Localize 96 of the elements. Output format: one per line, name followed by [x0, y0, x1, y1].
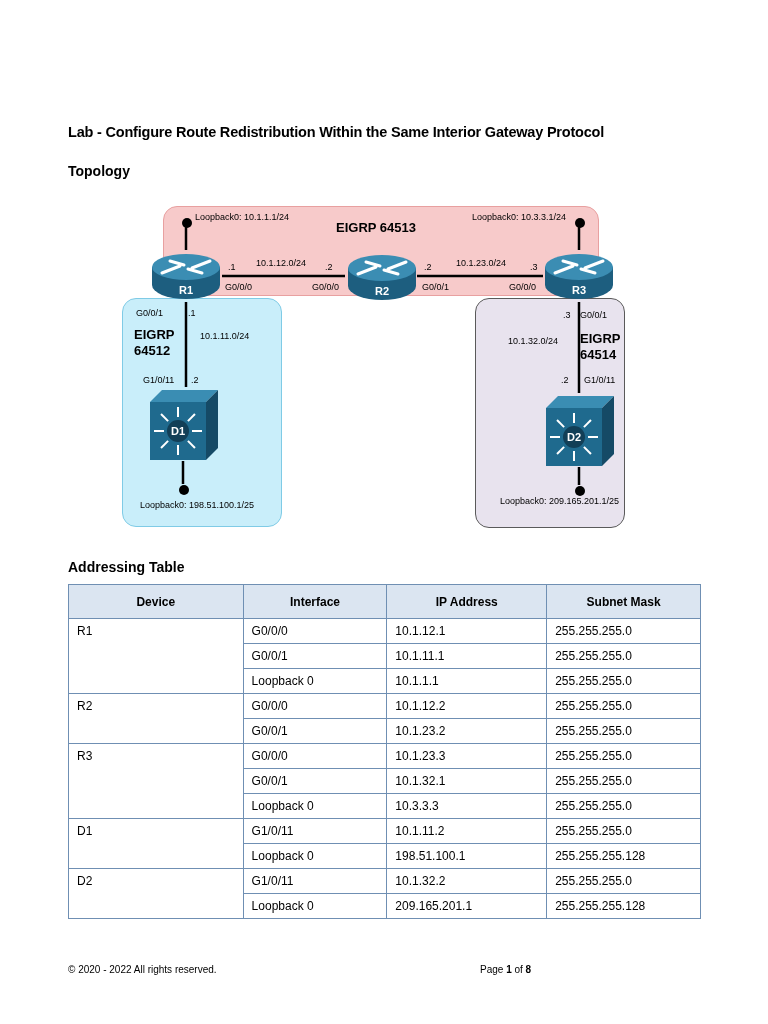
table-cell: 255.255.255.0: [546, 768, 701, 794]
subnet-label: 10.1.11.0/24: [200, 331, 250, 342]
table-cell: 255.255.255.0: [546, 668, 701, 694]
table-cell: 255.255.255.0: [546, 643, 701, 669]
interface-label: .2: [424, 262, 432, 273]
interface-label: G0/0/0: [225, 282, 253, 293]
header-cell: Subnet Mask: [546, 584, 701, 619]
interface-label: G0/0/0: [312, 282, 340, 293]
interface-label: .1: [188, 308, 196, 319]
area-label: EIGRP 64514: [580, 331, 622, 363]
loopback-label: Loopback0: 209.165.201.1/25: [500, 496, 620, 507]
table-cell: R1: [68, 618, 244, 694]
table-cell: 10.1.1.1: [386, 668, 547, 694]
table-cell: G0/0/0: [243, 743, 387, 769]
table-cell: G0/0/1: [243, 768, 387, 794]
table-cell: Loopback 0: [243, 843, 387, 869]
loopback-dot: [575, 486, 585, 496]
header-cell: Interface: [243, 584, 387, 619]
table-cell: R3: [68, 743, 244, 819]
interface-label: G0/0/1: [580, 310, 608, 321]
device-label: R1: [177, 284, 195, 296]
device-label: D2: [565, 431, 583, 443]
interface-label: .3: [563, 310, 571, 321]
section-heading: Topology: [68, 162, 130, 180]
table-cell: R2: [68, 693, 244, 744]
header-cell: Device: [68, 584, 244, 619]
area-label: EIGRP 64513: [336, 220, 417, 236]
loopback-dot: [575, 218, 585, 228]
table-cell: 10.1.32.2: [386, 868, 547, 894]
table-cell: 10.1.23.3: [386, 743, 547, 769]
interface-label: G1/0/11: [584, 375, 616, 386]
table-cell: 255.255.255.0: [546, 793, 701, 819]
table-cell: 10.1.23.2: [386, 718, 547, 744]
interface-label: .3: [530, 262, 538, 273]
table-cell: Loopback 0: [243, 893, 387, 919]
table-cell: Loopback 0: [243, 793, 387, 819]
table-cell: G0/0/0: [243, 618, 387, 644]
table-cell: G1/0/11: [243, 868, 387, 894]
table-cell: 10.1.12.2: [386, 693, 547, 719]
table-cell: 198.51.100.1: [386, 843, 547, 869]
interface-label: G0/0/1: [422, 282, 450, 293]
table-cell: 10.1.11.1: [386, 643, 547, 669]
table-cell: 10.3.3.3: [386, 793, 547, 819]
table-cell: 255.255.255.128: [546, 893, 701, 919]
network-link: [181, 461, 185, 484]
network-link: [184, 227, 188, 250]
network-link: [577, 302, 581, 393]
network-link: [577, 227, 581, 250]
interface-label: G0/0/1: [136, 308, 164, 319]
page-title: Lab - Configure Route Redistribution Within the Same Interior Gateway Protocol: [68, 123, 605, 142]
area-label: EIGRP 64512: [134, 327, 176, 359]
network-link: [184, 302, 188, 387]
loopback-dot: [182, 218, 192, 228]
network-link: [222, 274, 345, 278]
copyright-text: © 2020 - 2022 All rights reserved.: [68, 964, 217, 975]
interface-label: G0/0/0: [509, 282, 537, 293]
table-cell: D2: [68, 868, 244, 919]
table-cell: 10.1.32.1: [386, 768, 547, 794]
table-cell: G1/0/11: [243, 818, 387, 844]
table-cell: G0/0/0: [243, 693, 387, 719]
table-cell: G0/0/1: [243, 718, 387, 744]
table-cell: G0/0/1: [243, 643, 387, 669]
table-cell: 255.255.255.0: [546, 743, 701, 769]
device-label: R3: [570, 284, 588, 296]
loopback-label: Loopback0: 10.1.1.1/24: [195, 212, 290, 223]
device-label: D1: [169, 425, 187, 437]
interface-label: .1: [228, 262, 236, 273]
interface-label: .2: [191, 375, 199, 386]
table-cell: 10.1.12.1: [386, 618, 547, 644]
page-number: Page 1 of 8: [480, 964, 532, 975]
table-cell: 255.255.255.0: [546, 693, 701, 719]
interface-label: .2: [561, 375, 569, 386]
table-cell: 209.165.201.1: [386, 893, 547, 919]
table-cell: 255.255.255.128: [546, 843, 701, 869]
table-cell: 255.255.255.0: [546, 868, 701, 894]
header-cell: IP Address: [386, 584, 547, 619]
interface-label: G1/0/11: [143, 375, 175, 386]
table-cell: 255.255.255.0: [546, 818, 701, 844]
eigrp-area: [122, 298, 282, 527]
loopback-label: Loopback0: 10.3.3.1/24: [470, 212, 566, 223]
subnet-label: 10.1.23.0/24: [456, 258, 507, 269]
subnet-label: 10.1.12.0/24: [256, 258, 307, 269]
table-cell: D1: [68, 818, 244, 869]
loopback-label: Loopback0: 198.51.100.1/25: [140, 500, 255, 511]
section-heading: Addressing Table: [68, 558, 185, 576]
table-cell: 10.1.11.2: [386, 818, 547, 844]
table-cell: 255.255.255.0: [546, 718, 701, 744]
table-cell: Loopback 0: [243, 668, 387, 694]
table-cell: 255.255.255.0: [546, 618, 701, 644]
subnet-label: 10.1.32.0/24: [508, 336, 559, 347]
network-link: [577, 467, 581, 485]
network-link: [417, 274, 543, 278]
eigrp-area: [475, 298, 625, 528]
device-label: R2: [373, 285, 391, 297]
interface-label: .2: [325, 262, 333, 273]
loopback-dot: [179, 485, 189, 495]
